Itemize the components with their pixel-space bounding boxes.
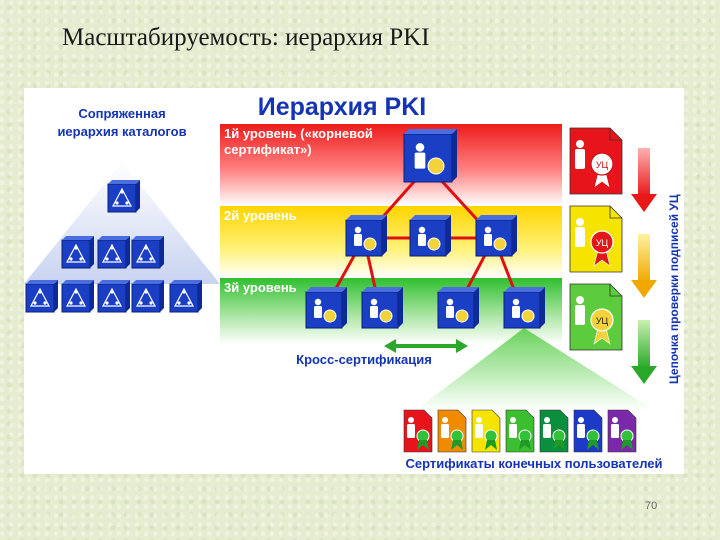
end-user-cone (416, 328, 654, 410)
chain-certificate: УЦ (569, 205, 623, 273)
end-user-certificate-card (539, 409, 569, 453)
directory-node (97, 280, 130, 313)
end-user-certificate-card (505, 409, 535, 453)
chain-certificate: УЦ (569, 283, 623, 351)
ca-node (503, 287, 545, 329)
end-user-certificate-card (403, 409, 433, 453)
directory-node (131, 280, 164, 313)
level2-label: 2й уровень (224, 208, 297, 223)
chain-certificates: УЦ УЦ УЦ (569, 127, 623, 351)
diagram-title: Иерархия PKI (258, 93, 426, 121)
pki-diagram: Иерархия PKI Сопряженная иерархия катало… (24, 88, 684, 474)
directory-node (61, 280, 94, 313)
slide-title: Масштабируемость: иерархия PKI (62, 24, 430, 51)
ca-seal-label: УЦ (596, 238, 609, 248)
page-number: 70 (645, 500, 658, 512)
end-user-certificate-card (437, 409, 467, 453)
end-user-certificate-card (471, 409, 501, 453)
directory-node (169, 280, 202, 313)
ca-node (403, 129, 457, 183)
chain-verification-label: Цепочка проверки подписей УЦ (667, 194, 681, 384)
end-user-certificate-card (607, 409, 637, 453)
ca-node (437, 287, 479, 329)
chain-certificate: УЦ (569, 127, 623, 195)
directory-hierarchy-caption-2: иерархия каталогов (57, 124, 186, 139)
end-user-certificate-card (573, 409, 603, 453)
end-user-certificates-label: Сертификаты конечных пользователей (405, 456, 662, 471)
level1-label-1: 1й уровень («корневой (224, 126, 373, 141)
ca-node (409, 215, 451, 257)
ca-seal-label: УЦ (596, 316, 609, 326)
level1-band (220, 124, 562, 206)
ca-node (345, 215, 387, 257)
directory-node (131, 236, 164, 269)
cross-certification-label: Кросс-сертификация (296, 352, 432, 367)
directory-node (97, 236, 130, 269)
level1-label-2: сертификат») (224, 142, 312, 157)
directory-hierarchy-caption-1: Сопряженная (78, 106, 165, 121)
level3-label: 3й уровень (224, 280, 297, 295)
verification-arrows (631, 148, 657, 384)
ca-node (475, 215, 517, 257)
directory-node (25, 280, 58, 313)
end-user-certificates (403, 409, 637, 453)
cross-certification-arrow (384, 339, 468, 353)
ca-node (361, 287, 403, 329)
ca-nodes (305, 129, 545, 329)
ca-seal-label: УЦ (596, 160, 609, 170)
ca-node (305, 287, 347, 329)
directory-node (107, 180, 140, 213)
directory-node (61, 236, 94, 269)
directory-nodes (25, 180, 202, 313)
